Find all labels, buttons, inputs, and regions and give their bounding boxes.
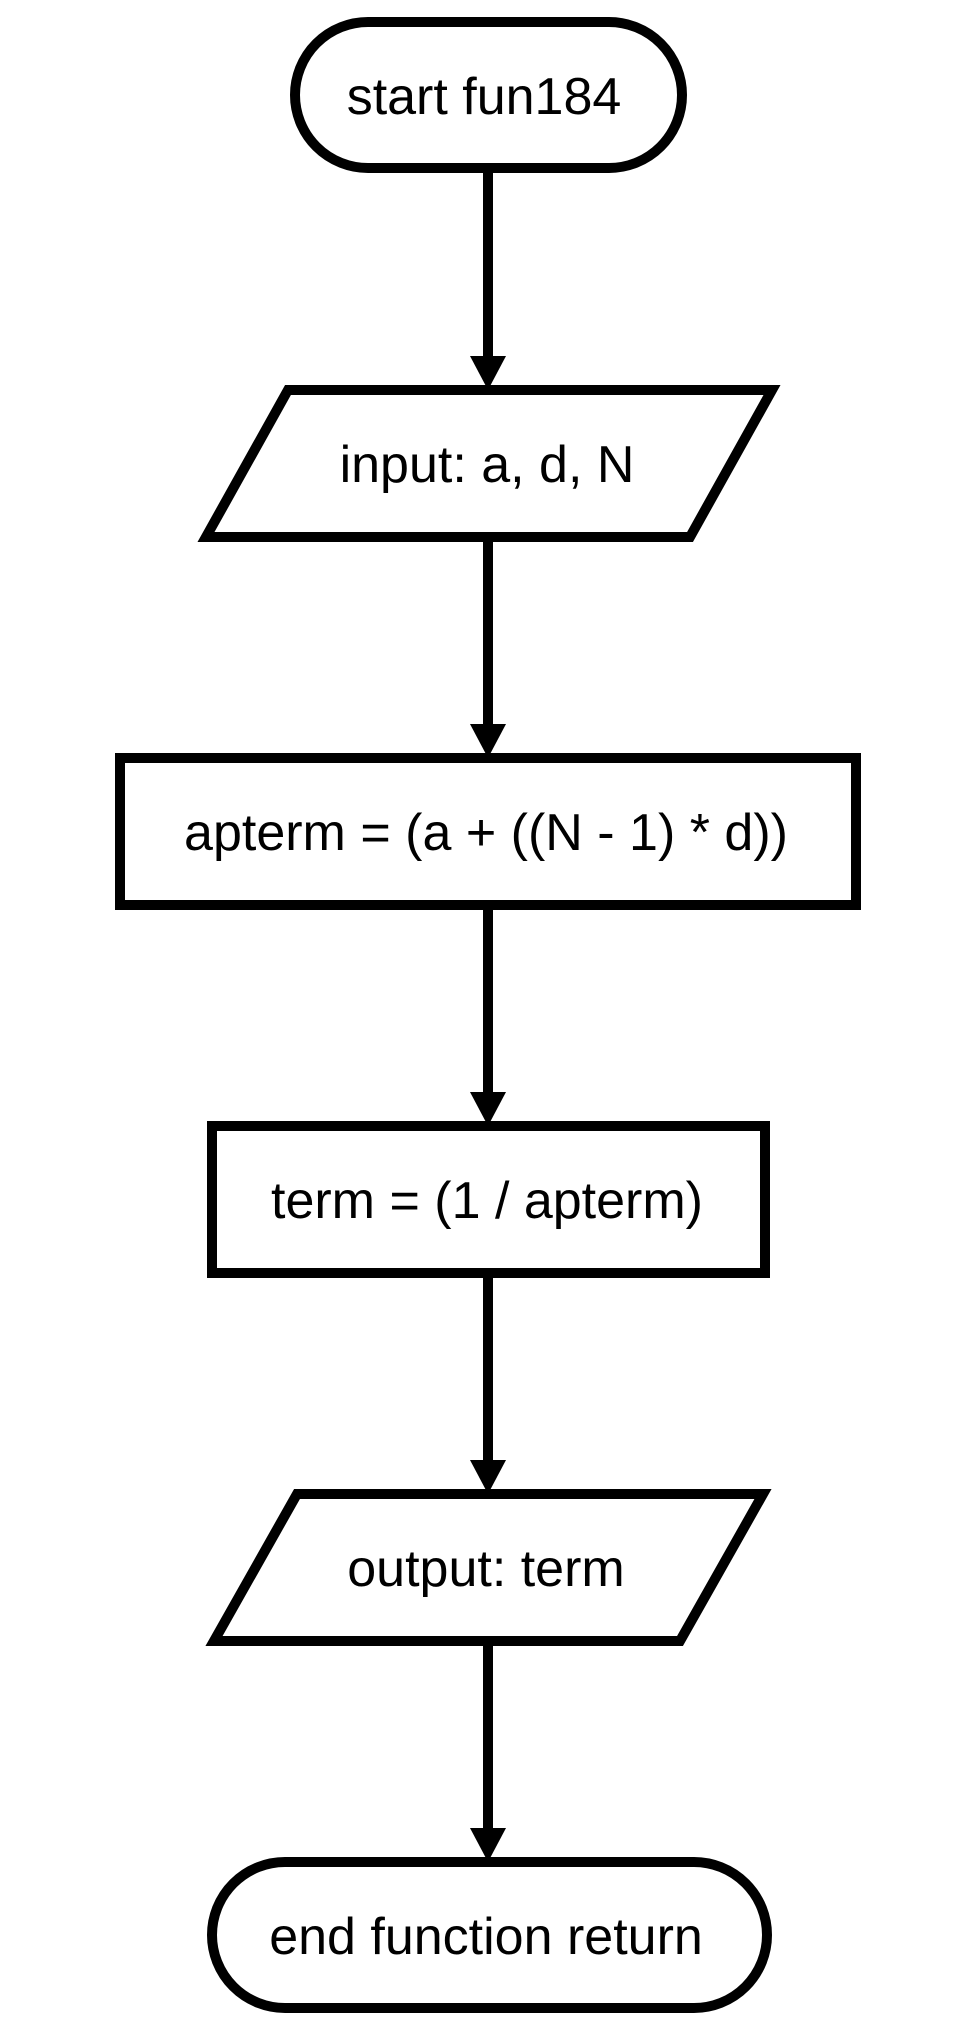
end-terminal-shape: [207, 1857, 772, 2013]
start-terminal-label: start fun184: [347, 68, 622, 126]
end-terminal-node: end function return: [207, 1857, 772, 2013]
output-node: output: term: [205, 1489, 772, 1646]
apterm-process-node: apterm = (a + ((N - 1) * d)): [115, 753, 861, 910]
term-process-label: term = (1 / apterm): [271, 1172, 703, 1230]
term-process-node: term = (1 / apterm): [207, 1121, 770, 1278]
connector-term-to-output: [470, 1273, 506, 1494]
start-terminal-shape: [290, 17, 687, 173]
apterm-process-shape: [115, 753, 861, 910]
input-node: input: a, d, N: [197, 385, 781, 542]
start-terminal-node: start fun184: [290, 17, 687, 173]
term-process-shape: [207, 1121, 770, 1278]
output-parallelogram-shape: [205, 1489, 772, 1646]
input-label: input: a, d, N: [340, 436, 635, 494]
connector-start-to-input: [470, 168, 506, 390]
connector-apterm-to-term: [470, 905, 506, 1126]
input-parallelogram-shape: [197, 385, 781, 542]
output-label: output: term: [347, 1540, 624, 1598]
end-terminal-label: end function return: [269, 1908, 703, 1966]
connector-output-to-end: [470, 1641, 506, 1862]
connector-input-to-apterm: [470, 537, 506, 758]
apterm-process-label: apterm = (a + ((N - 1) * d)): [184, 804, 788, 862]
